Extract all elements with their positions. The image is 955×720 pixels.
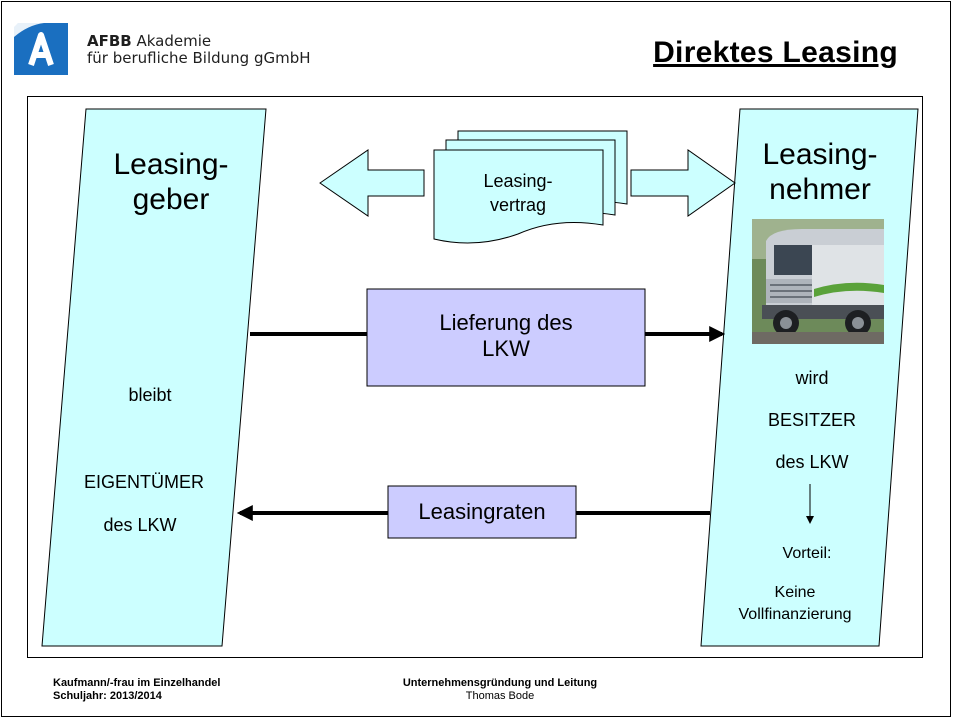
- advantage-text: Keine Vollfinanzierung: [712, 582, 878, 626]
- leasingnehmer-title-line1: Leasing-: [762, 138, 878, 171]
- footer-course: Kaufmann/-frau im Einzelhandel Schuljahr…: [53, 677, 220, 703]
- afbb-logo-icon: [14, 23, 68, 75]
- leasingnehmer-title-line2: nehmer: [769, 173, 871, 206]
- org-abbreviation: AFBB: [87, 32, 132, 50]
- right-block-arrow: [630, 149, 736, 217]
- delivery-label-line2: LKW: [482, 336, 530, 361]
- delivery-label-line1: Lieferung des: [439, 310, 573, 335]
- leasinggeber-shape: [41, 108, 267, 647]
- slide-title: Direktes Leasing: [653, 36, 898, 69]
- leasinggeber-title-line2: geber: [132, 183, 210, 216]
- delivery-box: [366, 288, 646, 387]
- delivery-label: Lieferung des LKW: [367, 310, 645, 362]
- contract-label-line1: Leasing-: [483, 171, 553, 191]
- leasingnehmer-title: Leasing- nehmer: [745, 137, 895, 207]
- footer-course-line2: Schuljahr: 2013/2014: [53, 690, 162, 702]
- leasinggeber-title: Leasing- geber: [96, 147, 246, 217]
- leasinggeber-status-eigentuemer: EIGENTÜMER: [83, 472, 204, 492]
- org-line1-rest: Akademie: [131, 32, 212, 50]
- leasinggeber-title-line1: Leasing-: [113, 148, 229, 181]
- leasingnehmer-status-des-lkw: des LKW: [775, 452, 849, 472]
- org-line2: für berufliche Bildung gGmbH: [87, 49, 311, 67]
- footer-subject-line1: Unternehmensgründung und Leitung: [402, 677, 598, 689]
- organization-name: AFBB Akademie für berufliche Bildung gGm…: [87, 33, 311, 67]
- leasingnehmer-status-wird: wird: [795, 368, 829, 388]
- footer-course-line1: Kaufmann/-frau im Einzelhandel: [53, 677, 221, 689]
- advantage-text-line1: Keine: [774, 584, 816, 601]
- footer-subject: Unternehmensgründung und Leitung Thomas …: [380, 677, 620, 703]
- payment-box: [387, 485, 577, 539]
- contract-label-line2: vertrag: [489, 195, 547, 215]
- content-frame: [27, 96, 923, 658]
- contract-label: Leasing- vertrag: [438, 169, 598, 217]
- leasinggeber-status-bleibt: bleibt: [128, 385, 172, 405]
- contract-documents: [433, 130, 628, 244]
- left-block-arrow: [319, 149, 425, 217]
- truck-photo: [752, 219, 884, 344]
- footer-author: Thomas Bode: [465, 690, 535, 702]
- advantage-text-line2: Vollfinanzierung: [738, 606, 852, 623]
- payment-label: Leasingraten: [418, 499, 546, 524]
- leasingnehmer-status-besitzer: BESITZER: [767, 410, 856, 430]
- leasinggeber-status-des-lkw: des LKW: [103, 515, 177, 535]
- advantage-label: Vorteil:: [782, 545, 832, 562]
